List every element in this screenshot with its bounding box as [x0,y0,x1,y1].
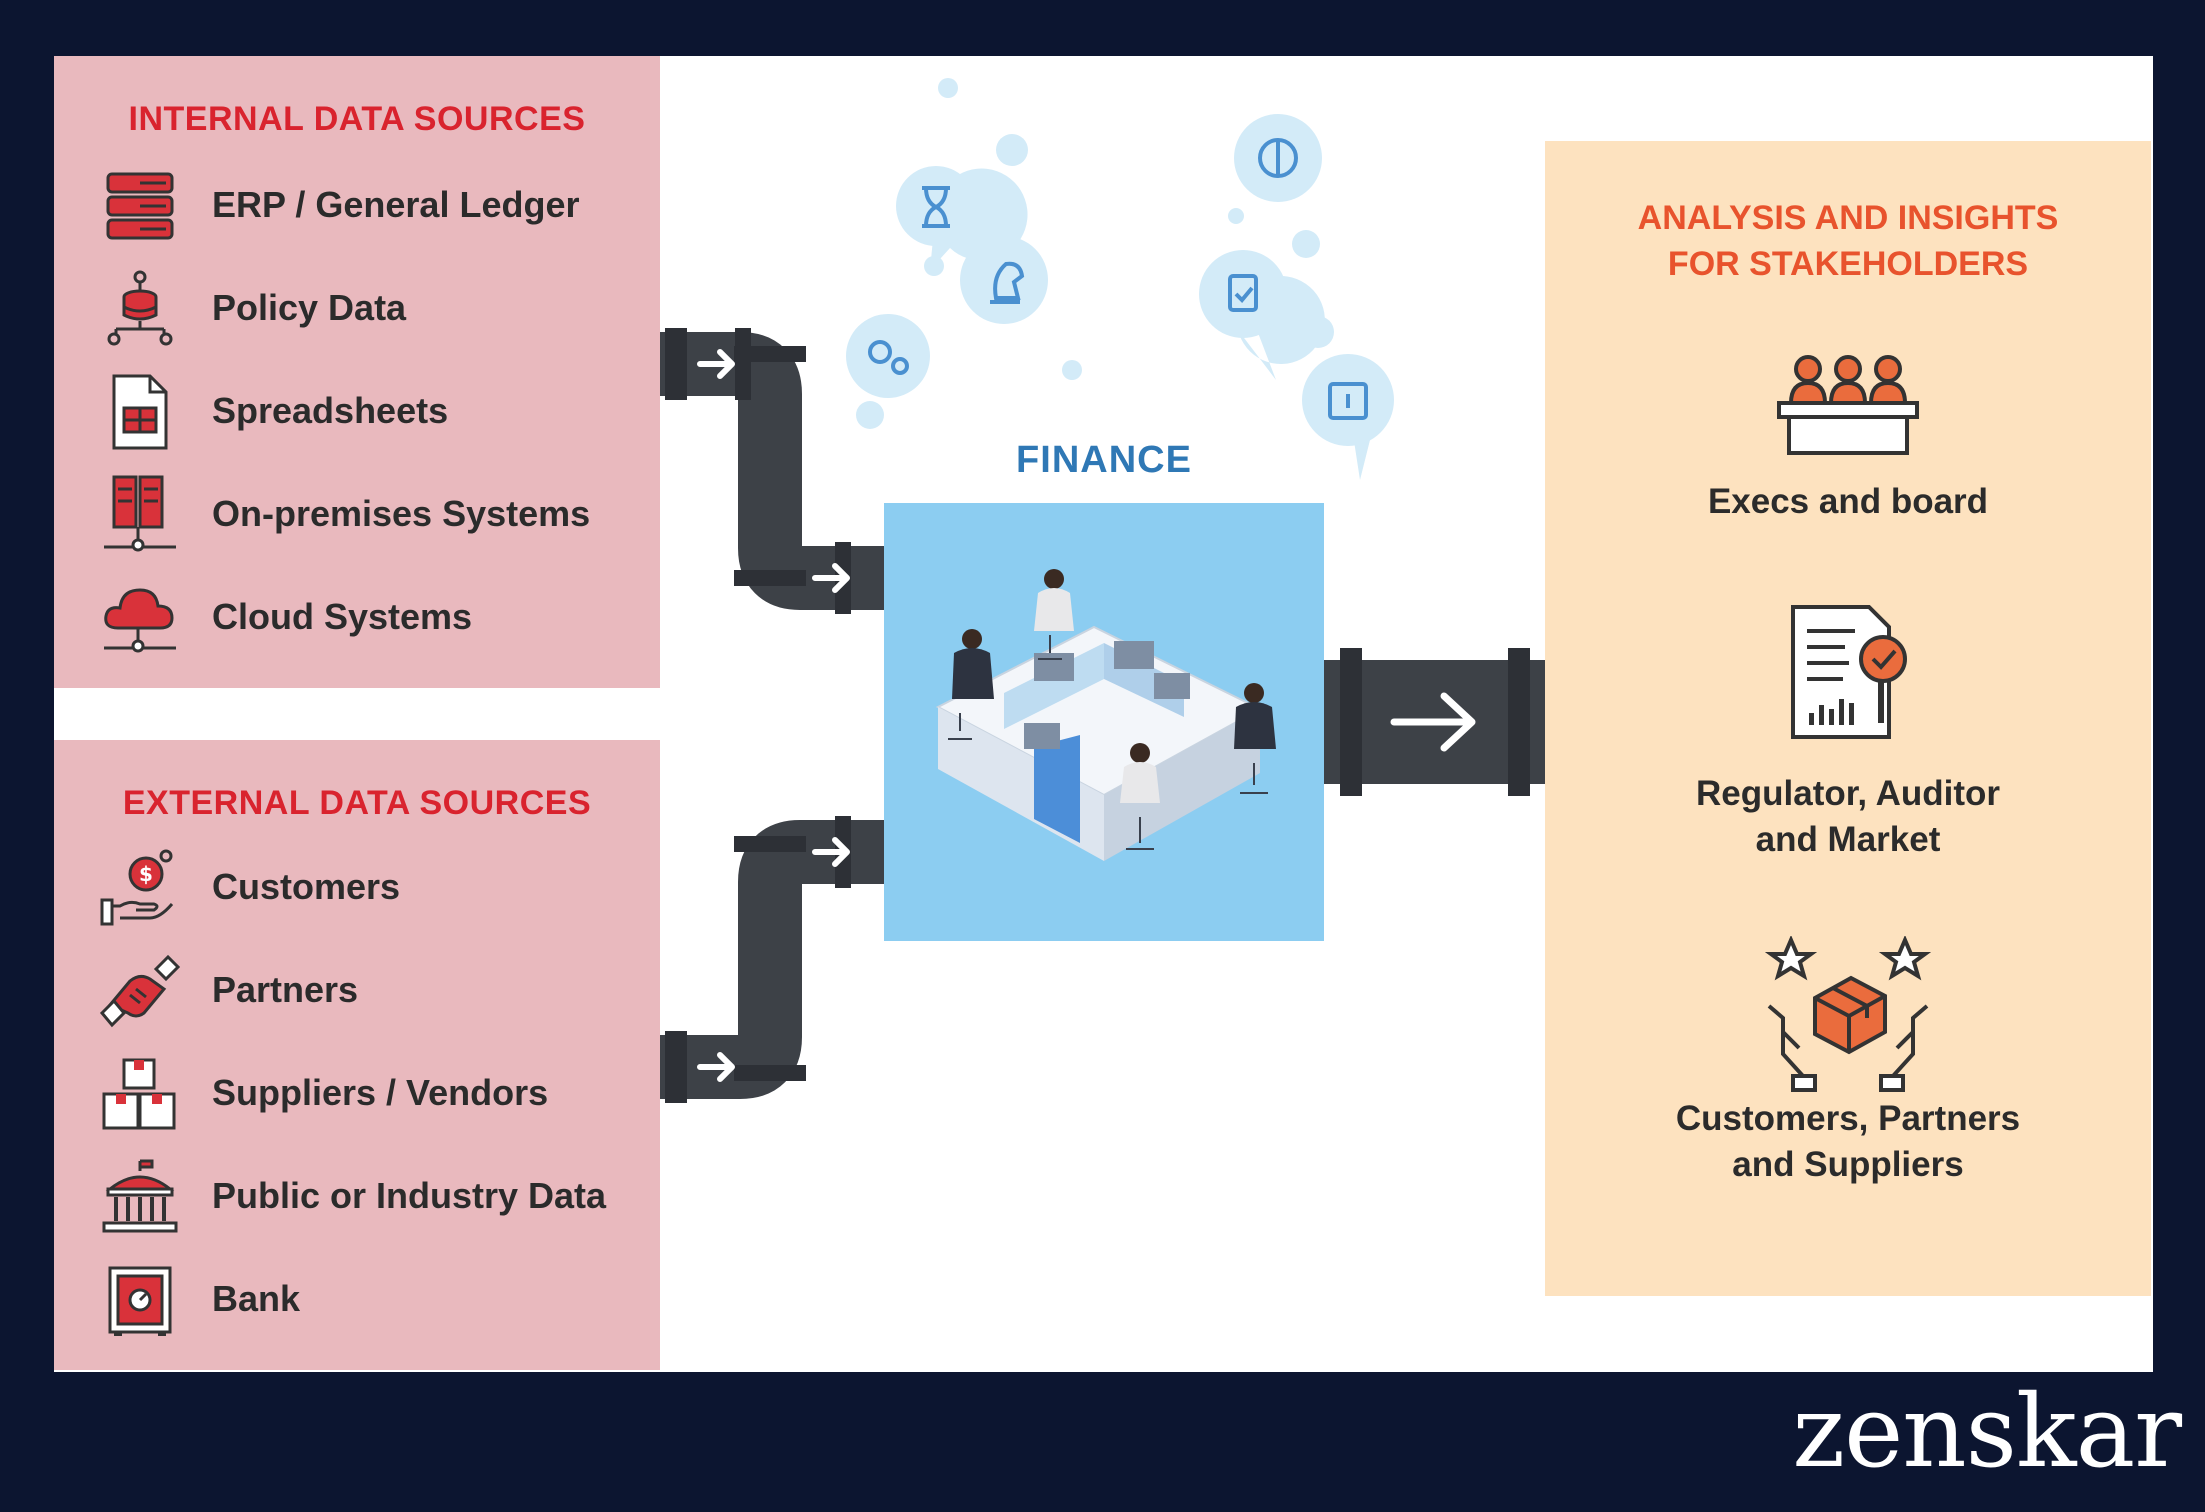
cloud-network-icon [100,578,180,658]
stakeholder-label: Regulator, Auditor and Market [1545,771,2151,863]
external-sources-panel: EXTERNAL DATA SOURCES $ Customers Partne… [54,740,660,1370]
internal-sources-title: INTERNAL DATA SOURCES [128,100,586,138]
list-item: Bank [100,1260,660,1340]
external-item-label: Bank [212,1278,301,1319]
gear-bubble-icon [846,314,930,398]
list-item: Spreadsheets [100,372,660,452]
insights-title: ANALYSIS AND INSIGHTS FOR STAKEHOLDERS [1545,195,2151,287]
clipboard-bubble-icon [1199,250,1325,380]
spreadsheet-file-icon [100,372,180,452]
brain-bubble-icon [1234,114,1322,202]
stakeholder-block: Customers, Partners and Suppliers [1545,936,2151,1188]
insights-title-line2: FOR STAKEHOLDERS [1667,245,2029,283]
external-item-label: Public or Industry Data [212,1175,607,1216]
stakeholder-label: Customers, Partners and Suppliers [1545,1096,2151,1188]
insights-title-line1: ANALYSIS AND INSIGHTS [1637,199,2059,237]
external-sources-title: EXTERNAL DATA SOURCES [122,784,592,822]
list-item: $ Customers [100,848,660,928]
list-item: ERP / General Ledger [100,166,660,246]
list-item: Public or Industry Data [100,1157,660,1237]
chess-knight-bubble-icon [960,236,1048,324]
on-premises-servers-icon [100,475,180,555]
external-item-label: Suppliers / Vendors [212,1072,549,1113]
list-item: Cloud Systems [100,578,660,658]
internal-item-label: Policy Data [212,287,407,328]
external-item-label: Customers [212,866,401,907]
list-item: On-premises Systems [100,475,660,555]
list-item: Partners [100,951,660,1031]
stakeholder-label: Execs and board [1707,482,1989,521]
finance-title: FINANCE [1016,439,1192,481]
calendar-bubble-icon [1302,354,1394,480]
hands-package-icon [1763,936,1933,1096]
boxes-icon [100,1054,180,1134]
stakeholder-label-line2: and Market [1755,820,1941,859]
board-meeting-icon [1773,345,1923,455]
internal-item-label: ERP / General Ledger [212,184,580,225]
audit-report-icon [1783,601,1913,741]
external-item-label: Partners [212,969,359,1010]
hand-money-icon: $ [100,848,180,928]
server-stack-icon [100,166,180,246]
internal-item-label: Spreadsheets [212,390,449,431]
internal-item-label: On-premises Systems [212,493,591,534]
zenskar-logo: zenskar [1792,1373,2182,1490]
svg-text:$: $ [139,862,153,886]
finance-team-illustration [884,503,1324,941]
government-building-icon [100,1157,180,1237]
stakeholder-label-line1: Customers, Partners [1675,1099,2021,1138]
stakeholder-label-line1: Regulator, Auditor [1696,774,2000,813]
insights-panel: ANALYSIS AND INSIGHTS FOR STAKEHOLDERS E… [1545,141,2151,1296]
list-item: Policy Data [100,269,660,349]
internal-item-label: Cloud Systems [212,596,473,637]
stakeholder-block: Regulator, Auditor and Market [1545,601,2151,863]
database-network-icon [100,269,180,349]
handshake-icon [100,951,180,1031]
stakeholder-block: Execs and board [1545,345,2151,525]
stakeholder-label-line2: and Suppliers [1732,1145,1964,1184]
safe-vault-icon [100,1260,180,1340]
list-item: Suppliers / Vendors [100,1054,660,1134]
idea-bubbles [846,78,1394,480]
internal-sources-panel: INTERNAL DATA SOURCES ERP / General Ledg… [54,56,660,688]
